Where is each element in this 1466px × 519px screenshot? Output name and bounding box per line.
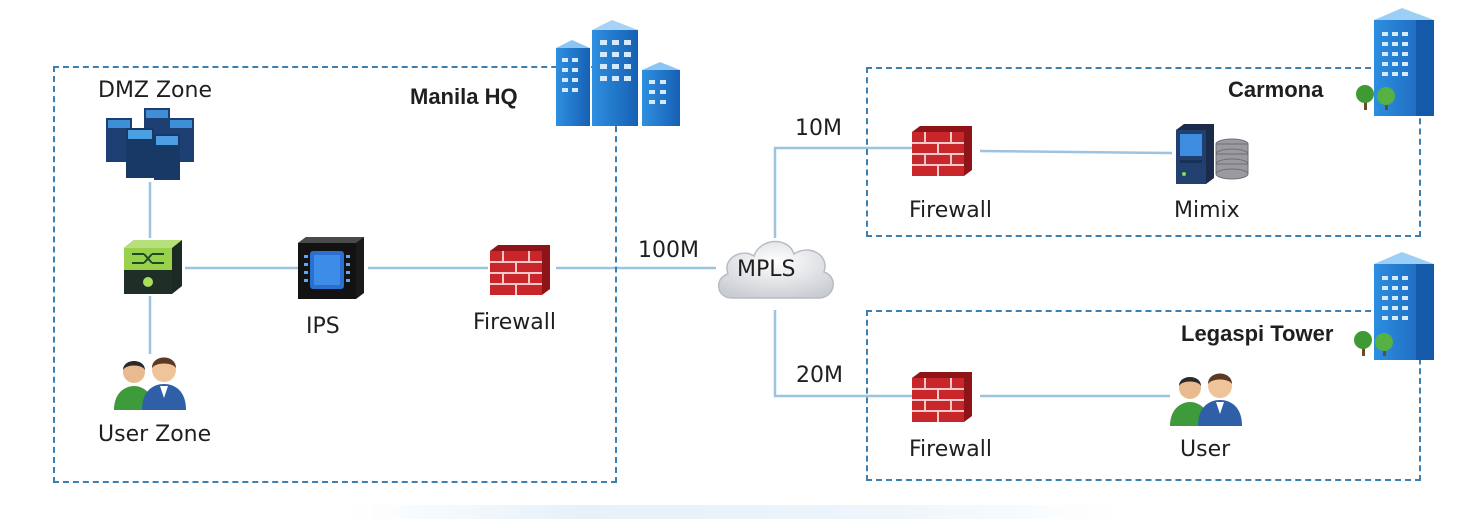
cloud-icon bbox=[712, 228, 838, 312]
hq-bandwidth-label: 100M bbox=[638, 238, 699, 263]
dmz-zone-label: DMZ Zone bbox=[98, 78, 212, 103]
legaspi-title: Legaspi Tower bbox=[1181, 321, 1334, 346]
ips-label: IPS bbox=[306, 314, 340, 339]
ips-icon bbox=[296, 235, 366, 301]
building-icon bbox=[1368, 6, 1440, 118]
tree-icon bbox=[1352, 324, 1398, 358]
mimix-label: Mimix bbox=[1174, 198, 1240, 223]
carmona-title: Carmona bbox=[1228, 77, 1324, 102]
legaspi-firewall-label: Firewall bbox=[909, 437, 992, 462]
legaspi-bandwidth-label: 20M bbox=[796, 363, 843, 388]
hq-firewall-label: Firewall bbox=[473, 310, 556, 335]
building-icon bbox=[556, 18, 684, 130]
users-icon bbox=[1168, 368, 1244, 428]
floor-reflection bbox=[350, 505, 1120, 519]
user-zone-label: User Zone bbox=[98, 422, 212, 447]
legaspi-user-label: User bbox=[1180, 437, 1231, 462]
legaspi-zone bbox=[866, 310, 1421, 481]
server-storage-icon bbox=[1172, 122, 1252, 188]
carmona-bandwidth-label: 10M bbox=[795, 116, 842, 141]
manila-hq-zone bbox=[53, 66, 617, 483]
mpls-label: MPLS bbox=[737, 257, 796, 282]
manila-hq-title: Manila HQ bbox=[410, 84, 518, 109]
carmona-firewall-label: Firewall bbox=[909, 198, 992, 223]
server-cluster-icon bbox=[104, 106, 198, 184]
firewall-icon bbox=[910, 370, 974, 424]
carmona-zone bbox=[866, 67, 1421, 237]
firewall-icon bbox=[910, 124, 974, 178]
firewall-icon bbox=[488, 243, 552, 297]
building-icon bbox=[1368, 250, 1440, 362]
users-icon bbox=[112, 352, 188, 412]
switch-icon bbox=[120, 238, 184, 296]
tree-icon bbox=[1354, 78, 1400, 112]
link-carmona-fw-mimix bbox=[979, 149, 1173, 155]
